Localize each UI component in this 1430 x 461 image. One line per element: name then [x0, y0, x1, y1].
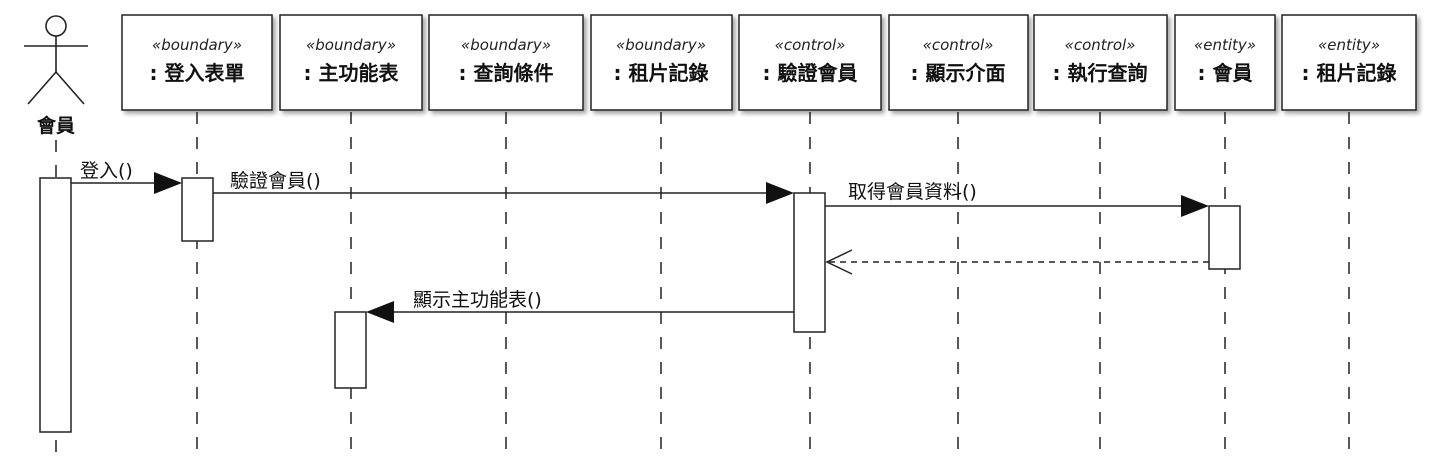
lifeline-name: : 登入表單: [150, 61, 245, 85]
activation-actor: [39, 177, 72, 433]
message-label: 取得會員資料(): [848, 181, 977, 203]
lifeline-5: «control» : 顯示介面: [888, 14, 1029, 111]
lifeline-stereotype: «control»: [775, 36, 846, 54]
lifeline-1: «boundary» : 主功能表: [279, 14, 423, 111]
lifeline-box: [121, 14, 273, 111]
lifeline-box: [1033, 14, 1168, 111]
message-show-main-menu: 顯示主功能表(): [366, 289, 794, 323]
arrowhead-icon: [366, 301, 394, 323]
activation-main-menu: [334, 311, 367, 389]
open-arrowhead-icon: [825, 249, 853, 275]
lifeline-name: : 驗證會員: [763, 61, 858, 85]
arrowhead-icon: [154, 172, 182, 194]
lifeline-name: : 查詢條件: [459, 61, 554, 85]
lifeline-7: «entity» : 會員: [1174, 14, 1276, 111]
activation-member-entity: [1208, 205, 1241, 270]
arrowhead-icon: [1181, 195, 1209, 217]
lifeline-box: [1281, 14, 1417, 111]
lifeline-dashes: [55, 112, 1350, 455]
lifeline-stereotype: «boundary»: [461, 36, 551, 54]
lifeline-stereotype: «entity»: [1318, 36, 1380, 54]
lifeline-box: [738, 14, 882, 111]
message-login: 登入(): [71, 160, 182, 194]
lifeline-3: «boundary» : 租片記錄: [590, 14, 733, 111]
lifeline-box: [1174, 14, 1276, 111]
lifeline-stereotype: «boundary»: [152, 36, 242, 54]
lifeline-stereotype: «boundary»: [306, 36, 396, 54]
lifeline-name: : 顯示介面: [911, 61, 1006, 85]
message-label: 驗證會員(): [230, 170, 321, 192]
message-label: 顯示主功能表(): [413, 289, 542, 311]
activation-verify-member: [793, 192, 826, 333]
lifeline-6: «control» : 執行查詢: [1033, 14, 1168, 111]
lifeline-name: : 執行查詢: [1053, 61, 1148, 85]
lifeline-4: «control» : 驗證會員: [738, 14, 882, 111]
lifeline-name: : 租片記錄: [1302, 61, 1397, 85]
lifeline-box: [428, 14, 584, 111]
message-label: 登入(): [80, 160, 133, 182]
message-get-member-data: 取得會員資料(): [825, 181, 1209, 217]
lifeline-0: «boundary» : 登入表單: [121, 14, 273, 111]
lifeline-box: [279, 14, 423, 111]
lifeline-box: [590, 14, 733, 111]
lifeline-2: «boundary» : 查詢條件: [428, 14, 584, 111]
lifeline-stereotype: «control»: [923, 36, 994, 54]
message-verify-member: 驗證會員(): [213, 170, 794, 204]
arrowhead-icon: [766, 182, 794, 204]
actor-head-icon: [45, 15, 67, 37]
lifeline-box: [888, 14, 1029, 111]
lifeline-stereotype: «entity»: [1194, 36, 1256, 54]
activation-bars: [39, 177, 1241, 433]
lifeline-name: : 主功能表: [304, 61, 400, 85]
activation-login-form: [181, 177, 214, 242]
lifeline-8: «entity» : 租片記錄: [1281, 14, 1417, 111]
lifeline-stereotype: «control»: [1065, 36, 1136, 54]
actor: [24, 15, 88, 105]
lifeline-name: : 租片記錄: [614, 61, 709, 85]
lifeline-stereotype: «boundary»: [616, 36, 706, 54]
actor-name: 會員: [37, 114, 75, 137]
message-return: [825, 249, 1209, 275]
lifeline-name: : 會員: [1198, 61, 1253, 85]
